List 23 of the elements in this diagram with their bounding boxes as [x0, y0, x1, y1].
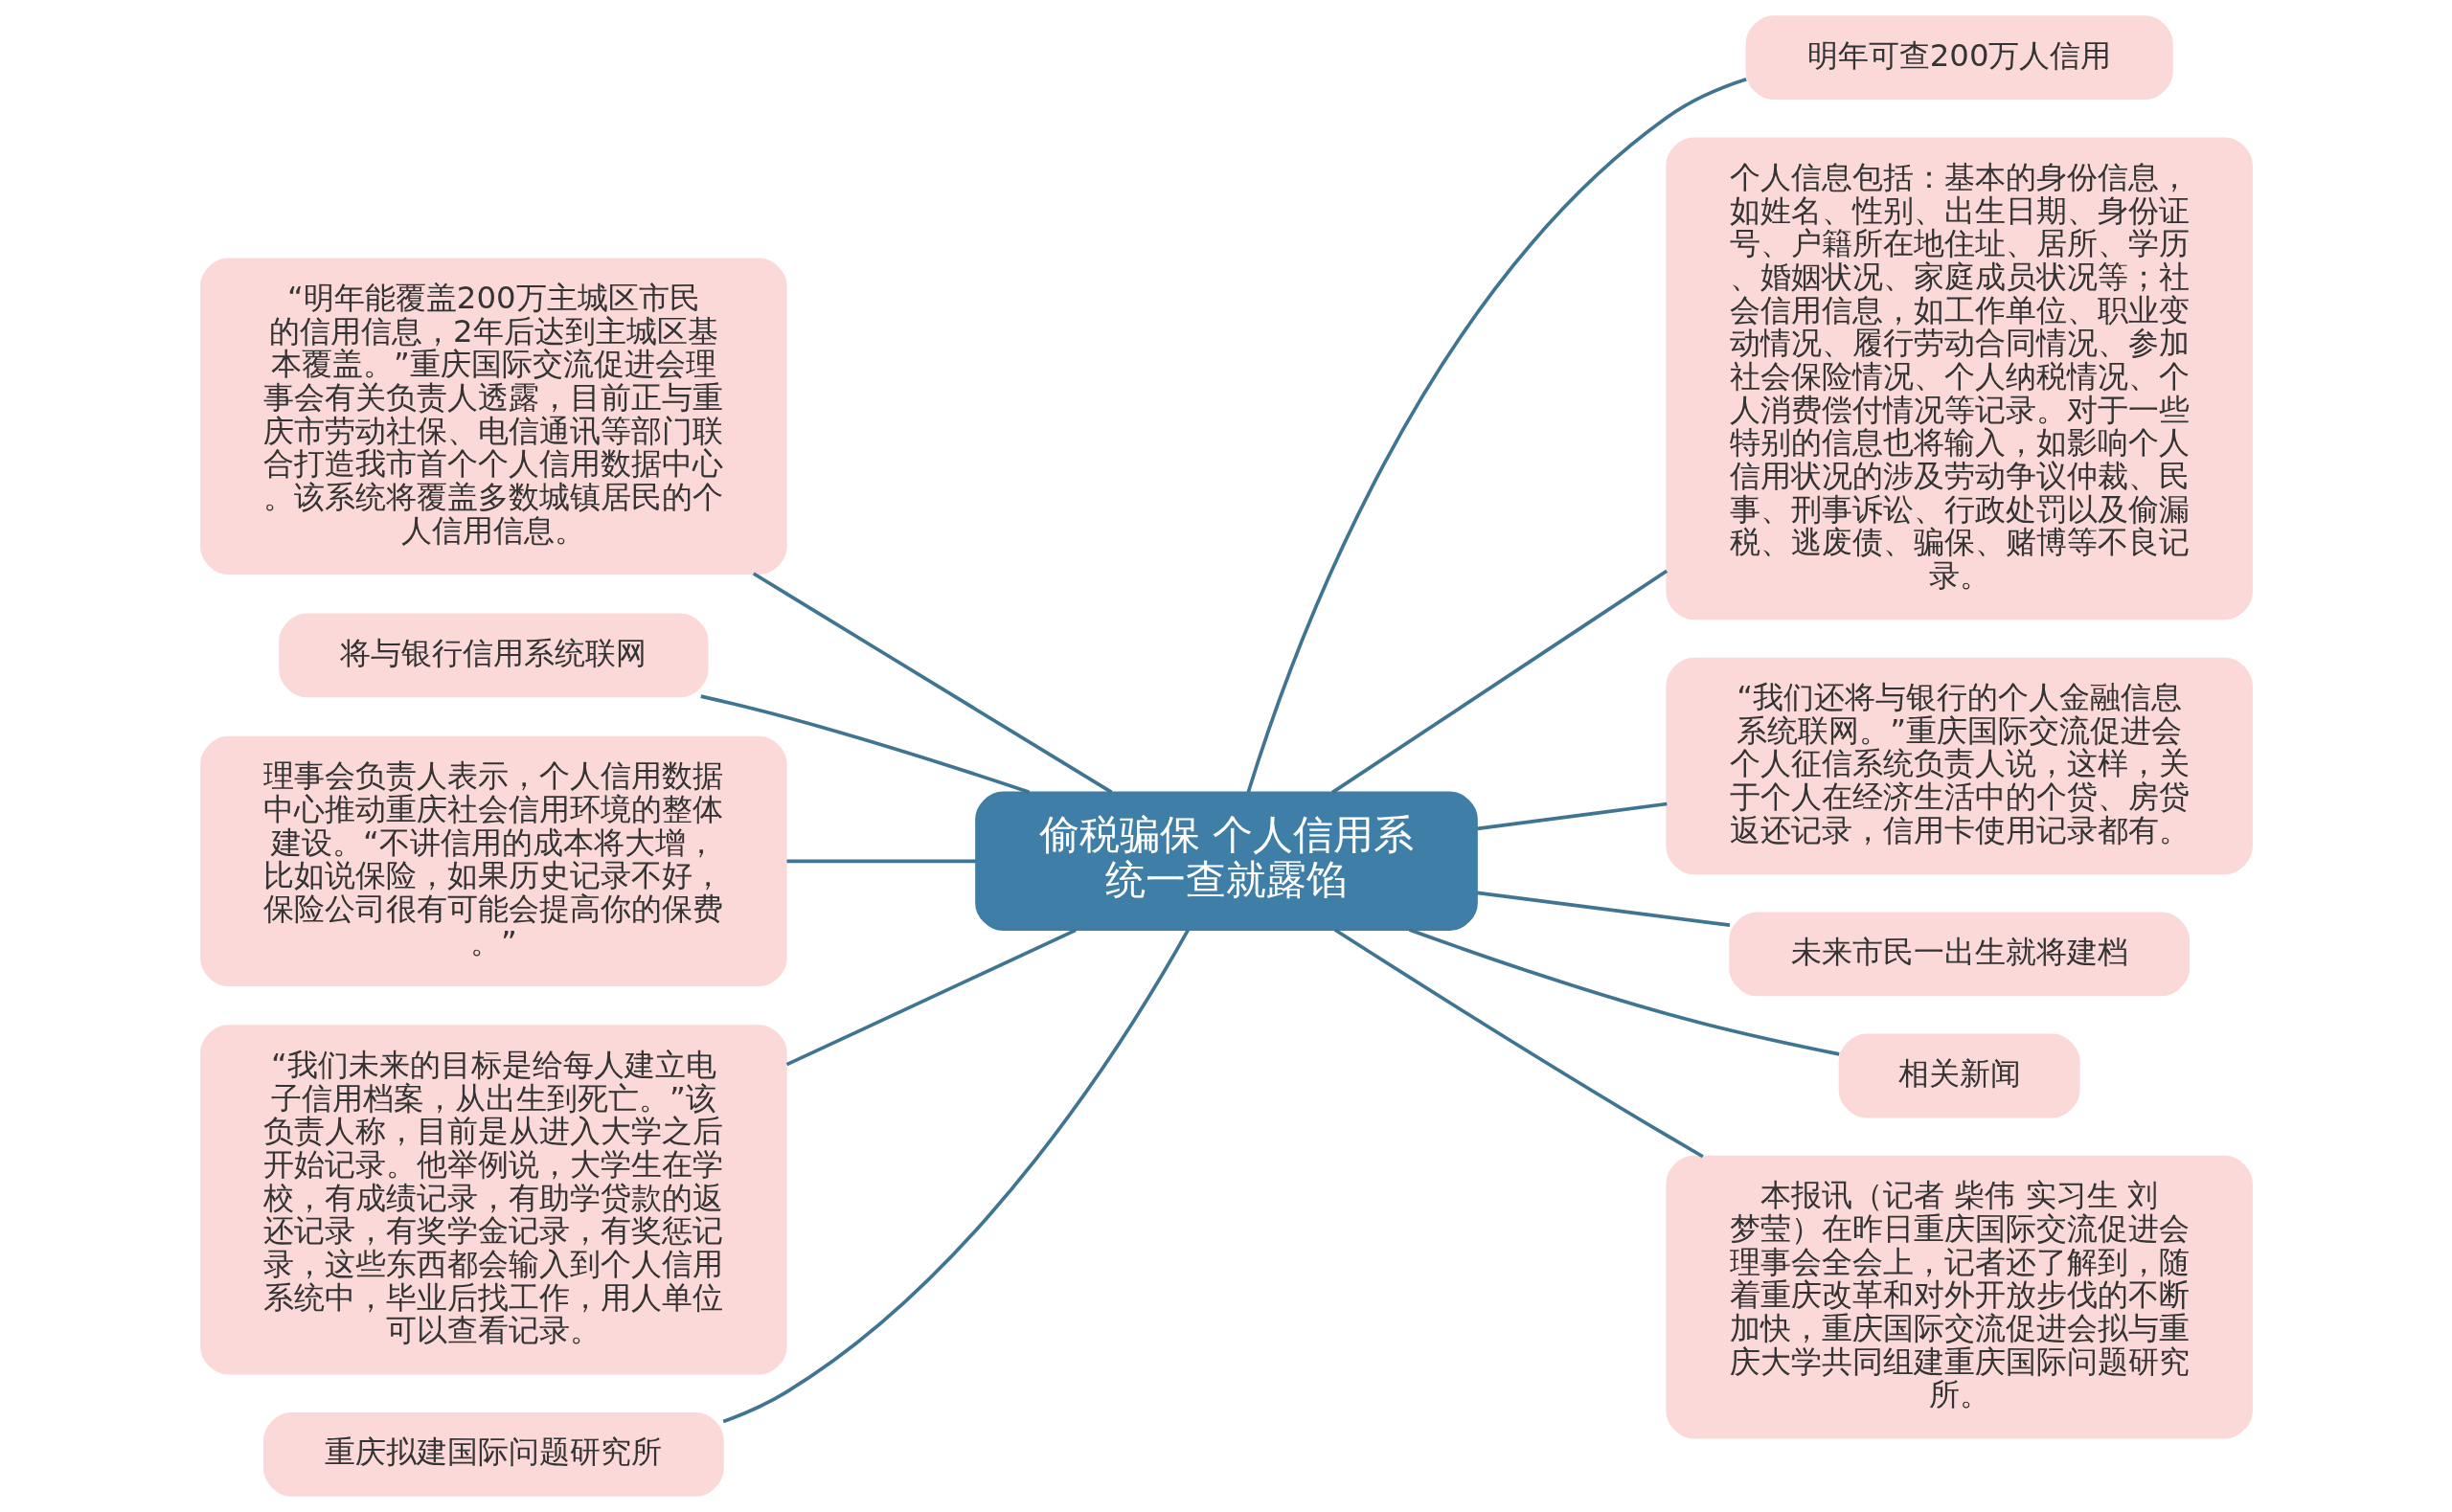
node-box: 理事会负责人表示，个人信用数据中心推动重庆社会信用环境的整体建设。“不讲信用的成本将大增，比如说保险，如果历史记录不好，保险公司很有可能会提高你的保费。”: [199, 735, 787, 986]
node-box: 重庆拟建国际问题研究所: [262, 1411, 724, 1497]
node-box: “我们未来的目标是给每人建立电子信用档案，从出生到死亡。”该负责人称，目前是从进入大学之后开始记录。他举例说，大学生在学校，有成绩记录，有助学贷款的返还记录，有奖学金记录，有奖惩记录，这些东西都会输入到个人信用系统中，毕业后找工作，用人单位可以查看记录。: [199, 1025, 787, 1375]
node-box: 偷税骗保 个人信用系统一查就露馅: [974, 791, 1478, 932]
connector: [699, 694, 1030, 795]
connector: [1408, 928, 1840, 1056]
node-box: 将与银行信用系统联网: [278, 613, 709, 698]
node-box: 明年可查200万人信用: [1745, 15, 2173, 101]
connector: [1476, 891, 1730, 927]
connector: [1333, 928, 1704, 1159]
node-box: “我们还将与银行的个人金融信息系统联网。”重庆国际交流促进会个人征信系统负责人说，这样，关于个人在经济生活中的个贷、房贷返还记录，信用卡使用记录都有。: [1665, 657, 2253, 875]
node-box: 本报讯（记者 柴伟 实习生 刘梦莹）在昨日重庆国际交流促进会理事会全会上，记者还了解到，随着重庆改革和对外开放步伐的不断加快，重庆国际交流促进会拟与重庆大学共同组建重庆国际问题研究所。: [1665, 1155, 2253, 1439]
node-box: 相关新闻: [1838, 1033, 2080, 1118]
connector: [1330, 569, 1668, 795]
connector: [752, 572, 1113, 794]
connector: [785, 928, 1077, 1067]
node-box: 未来市民一出生就将建档: [1728, 912, 2190, 997]
node-box: 个人信息包括：基本的身份信息，如姓名、性别、出生日期、身份证号、户籍所在地住址、居所、学历、婚姻状况、家庭成员状况等；社会信用信息，如工作单位、职业变动情况、履行劳动合同情况、参加社会保险情况、个人纳税情况、个人消费偿付情况等记录。对于一些特别的信息也将输入，如影响个人信用状况的涉及劳动争议仲裁、民事、刑事诉讼、行政处罚以及偷漏税、逃废债、骗保、赌博等不良记录。: [1665, 137, 2253, 621]
connector: [722, 929, 1190, 1424]
connector: [1246, 77, 1747, 793]
connector: [1476, 801, 1668, 831]
node-box: “明年能覆盖200万主城区市民的信用信息，2年后达到主城区基本覆盖。”重庆国际交流促进会理事会有关负责人透露，目前正与重庆市劳动社保、电信通讯等部门联合打造我市首个个人信用数据中心。该系统将覆盖多数城镇居民的个人信用信息。: [199, 258, 787, 575]
connector: [786, 859, 976, 864]
